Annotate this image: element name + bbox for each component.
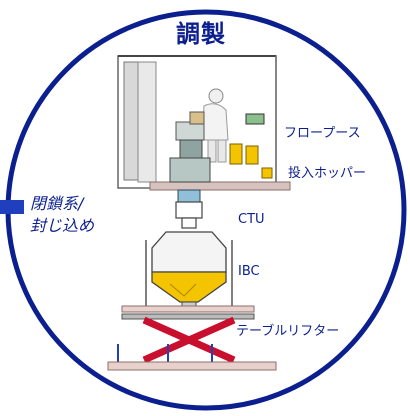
label-ibc: IBC	[238, 264, 260, 279]
table-lifter-illustration	[107, 313, 277, 371]
diagram-title: 調製	[176, 20, 226, 48]
side-label-line2: 封じ込め	[28, 212, 97, 236]
label-hopper: 投入ホッパー	[288, 166, 367, 181]
ibc-illustration	[121, 231, 255, 313]
ctu-illustration	[175, 189, 203, 229]
label-flow-booth: フロープース	[284, 126, 361, 141]
label-table-lifter: テーブルリフター	[236, 324, 340, 339]
side-label-line1: 閉鎖系/	[28, 190, 86, 214]
label-ctu: CTU	[238, 212, 265, 227]
flow-booth-illustration	[117, 55, 291, 191]
pointer-bar	[0, 200, 24, 214]
